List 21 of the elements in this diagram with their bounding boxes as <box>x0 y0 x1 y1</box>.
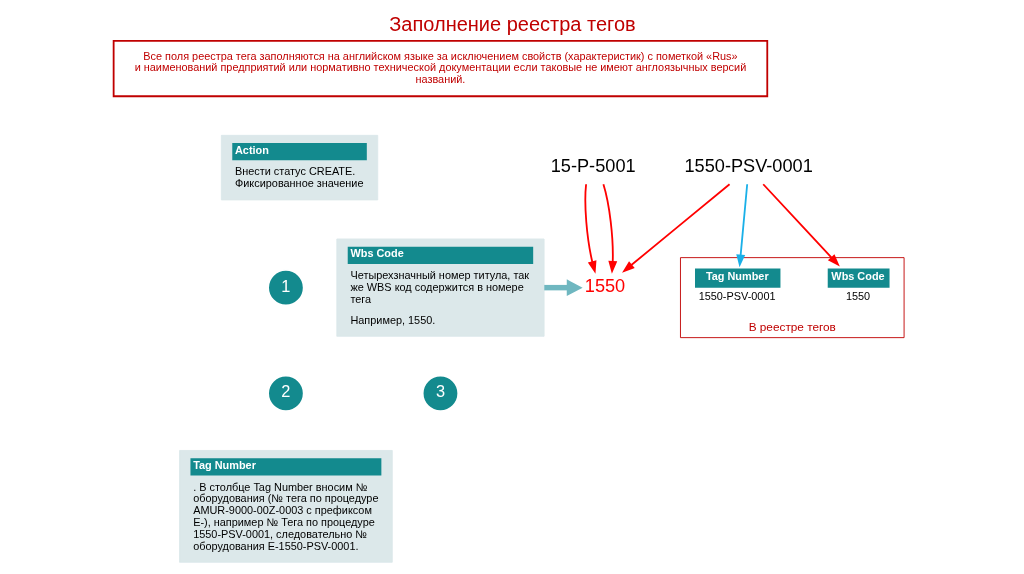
arrow <box>602 183 617 274</box>
node-circle: 3 <box>421 374 459 413</box>
node-box: Все поля реестра тега заполняются на английском языке за исключением свойств (характеристик) с пометкой «Rus» и наименований предприятий или нормативно технической документации если таковые не имеют англоязычных версий названий. <box>112 39 768 98</box>
arrow <box>543 279 583 296</box>
node-box: Wbs Code Четырехзначный номер титула, так же WBS код содержится в номере тега Например, 1550. <box>335 238 545 337</box>
arrow <box>621 183 730 273</box>
node-box: Action Внести статус CREATE. Фиксированное значение <box>220 134 378 201</box>
node-label: 1550 <box>845 290 870 302</box>
node-box: Wbs Code <box>827 268 890 288</box>
arrow <box>735 183 748 268</box>
node-text: 15-P-5001 <box>550 156 636 177</box>
node-text: 1550 <box>584 276 625 297</box>
node-box: Tag Number <box>694 268 780 288</box>
node-circle: 2 <box>266 374 305 413</box>
node-box: Tag Number . В столбце Tag Number вносим № оборудования (№ тега по процедуре AMUR-9000-00Z-0003 с префиксом E-), например № Тега по процедуре 1550-PSV-0001, следовательно № оборудования E-1550-PSV-0001. <box>178 450 393 563</box>
arrow <box>761 183 840 267</box>
node-label: 1550-PSV-0001 <box>698 290 776 302</box>
arrow <box>583 183 596 274</box>
node-text: 1550-PSV-0001 <box>683 156 813 177</box>
diagram-title: Заполнение реестра тегов <box>388 13 636 36</box>
node-circle: 1 <box>266 268 305 307</box>
